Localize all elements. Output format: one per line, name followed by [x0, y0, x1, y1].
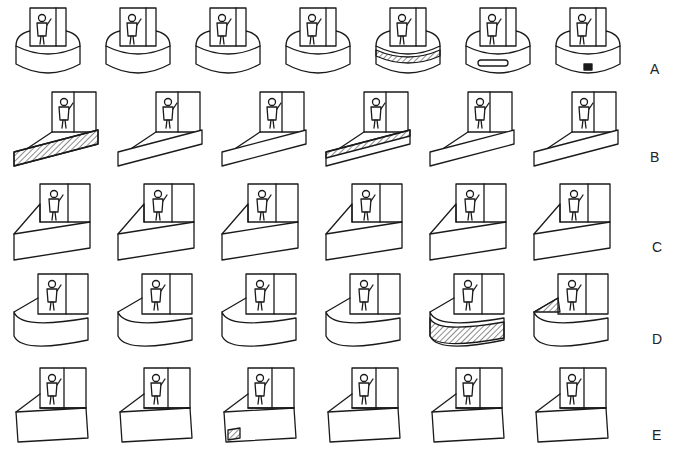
stage-sketch: [16, 368, 88, 442]
row-c-sketches: [14, 184, 610, 260]
stage-sketch: [326, 274, 400, 346]
hatching: [376, 50, 440, 63]
stage-sketch: [376, 8, 440, 73]
stage-sketch: [120, 368, 192, 442]
stage-sketch: [326, 92, 410, 166]
stage-sketch: [534, 274, 608, 346]
row-letter: D: [652, 332, 662, 346]
slot: [584, 64, 592, 70]
row-letter: A: [650, 62, 659, 76]
stage-sketch: [534, 92, 618, 166]
stage-sketch: [430, 274, 504, 346]
row-b-sketches: [14, 92, 618, 166]
stage-sketch: [326, 184, 402, 260]
stage-sketch: [16, 8, 80, 73]
hatching: [326, 130, 410, 158]
stage-sketch: [14, 274, 88, 346]
row-letter: B: [650, 150, 659, 164]
stage-sketch: [536, 368, 608, 442]
stage-sketch: [534, 184, 610, 260]
stage-sketch: [222, 92, 306, 166]
row-e-sketches: [16, 368, 608, 442]
stage-sketch: [14, 92, 98, 166]
hatching: [14, 130, 98, 166]
stage-sketch: [286, 8, 350, 73]
stage-sketch: [466, 8, 530, 73]
hatching: [430, 318, 504, 344]
stage-sketch: [118, 274, 192, 346]
stage-sketch: [118, 92, 202, 166]
row-d-sketches: [14, 274, 608, 346]
hatching: [228, 428, 240, 440]
stage-sketch: [430, 184, 506, 260]
stage-sketch: [556, 8, 620, 73]
row-letter: C: [652, 240, 662, 254]
stage-sketch: [222, 274, 296, 346]
hatching: [534, 298, 560, 312]
stage-sketch: [328, 368, 400, 442]
stage-sketch: [118, 184, 194, 260]
stage-sketch: [432, 368, 504, 442]
stage-sketch: [196, 8, 260, 73]
stage-sketch: [106, 8, 170, 73]
stage-sketch: [222, 184, 298, 260]
stage-sketch: [224, 368, 296, 442]
row-a-sketches: [16, 8, 620, 73]
stage-sketch: [14, 184, 90, 260]
slot: [478, 60, 508, 66]
stage-sketch: [430, 92, 514, 166]
row-letter: E: [652, 428, 661, 442]
